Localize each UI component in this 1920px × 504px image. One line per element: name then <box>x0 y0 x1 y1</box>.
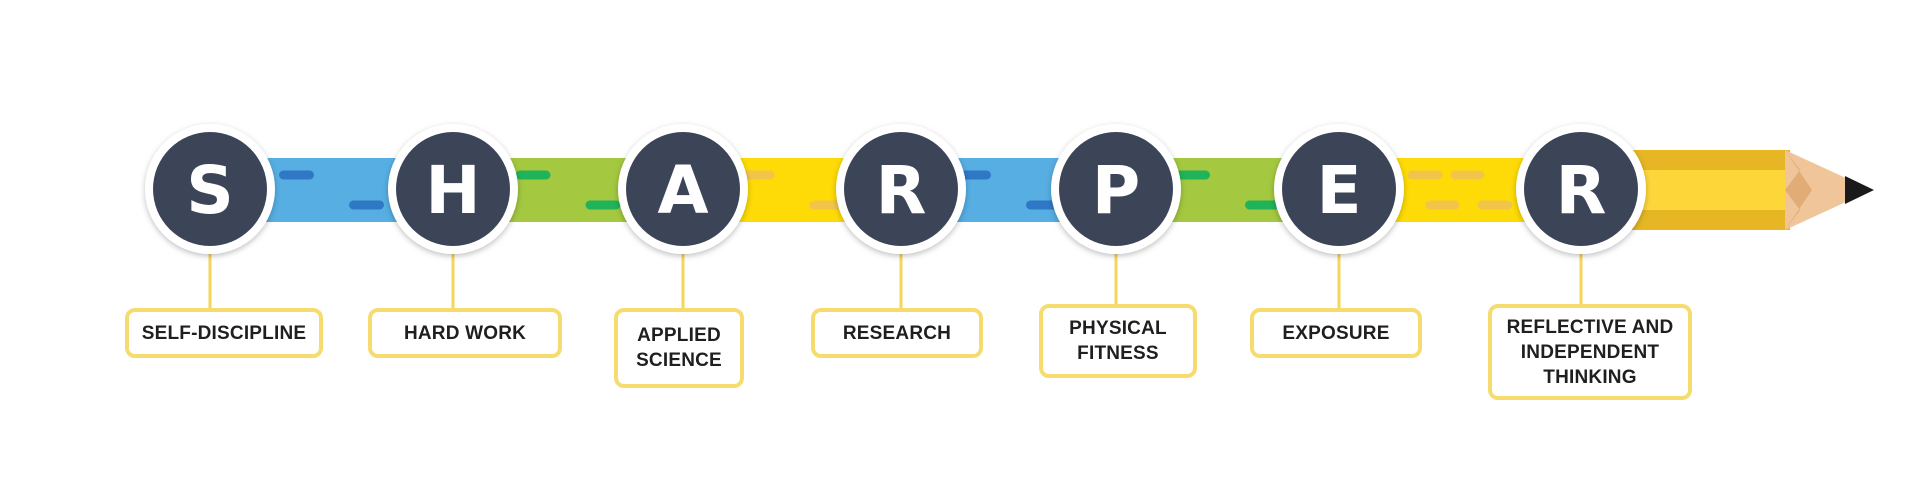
letter-circle <box>396 132 510 246</box>
step-letter: A <box>657 152 708 229</box>
pencil-body <box>1630 170 1790 210</box>
step-letter: P <box>1092 152 1140 229</box>
letter-circle <box>153 132 267 246</box>
step-label: PHYSICAL FITNESS <box>1069 318 1167 364</box>
pencil-lead <box>1845 176 1874 204</box>
step-label-box: EXPOSURE <box>1250 308 1422 358</box>
step-letter: S <box>186 152 234 229</box>
step-letter: H <box>425 152 480 229</box>
letter-circle <box>1282 132 1396 246</box>
pencil-stripe-bottom <box>1630 210 1790 230</box>
step-label: EXPOSURE <box>1282 322 1390 344</box>
step-label: APPLIED SCIENCE <box>636 325 722 371</box>
step-letter: R <box>876 152 927 229</box>
letter-circle <box>844 132 958 246</box>
letter-circle <box>1524 132 1638 246</box>
step-label-box: RESEARCH <box>811 308 983 358</box>
step-letter: R <box>1556 152 1607 229</box>
step-label: HARD WORK <box>403 322 527 344</box>
step-label: REFLECTIVE AND INDEPENDENT THINKING <box>1506 316 1674 388</box>
step-label-box: PHYSICAL FITNESS <box>1039 304 1197 378</box>
letter-circle <box>1059 132 1173 246</box>
letter-circle <box>626 132 740 246</box>
step-letter: E <box>1316 152 1361 229</box>
step-label-box: HARD WORK <box>368 308 562 358</box>
pencil-wood-shade <box>1785 150 1812 230</box>
step-label-box: REFLECTIVE AND INDEPENDENT THINKING <box>1488 304 1692 400</box>
pencil-wood-tip <box>1785 150 1872 230</box>
step-label-box: APPLIED SCIENCE <box>614 308 744 388</box>
step-label: SELF-DISCIPLINE <box>141 322 307 344</box>
step-label-box: SELF-DISCIPLINE <box>125 308 323 358</box>
pencil-stripe-top <box>1630 150 1790 170</box>
step-label: RESEARCH <box>842 322 952 344</box>
